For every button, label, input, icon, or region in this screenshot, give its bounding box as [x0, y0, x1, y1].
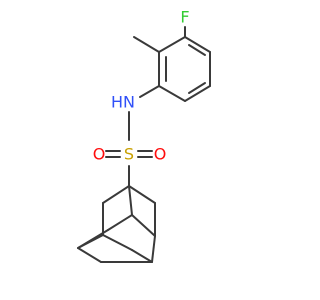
- atom-hydrogen: H: [111, 93, 123, 112]
- bond: [158, 85, 186, 102]
- atom-oxygen-left: O: [93, 145, 106, 164]
- bond: [131, 214, 156, 237]
- bond: [77, 229, 109, 249]
- bond: [107, 214, 133, 231]
- atom-sulfur: S: [124, 145, 134, 164]
- molecule-diagram: F H N S O O: [77, 8, 211, 263]
- bond: [184, 36, 211, 53]
- double-bond: [188, 44, 206, 56]
- bond: [102, 234, 133, 251]
- atom-nitrogen: N: [123, 93, 135, 112]
- bond: [131, 249, 153, 263]
- bond-methyl: [133, 36, 160, 53]
- bond: [158, 36, 186, 53]
- atom-fluorine: F: [180, 8, 189, 27]
- bond: [102, 185, 130, 204]
- bond: [77, 247, 102, 263]
- double-bond: [188, 82, 206, 94]
- adamantane-cage: [77, 185, 156, 263]
- bond: [128, 185, 156, 204]
- bond: [128, 185, 133, 216]
- bond: [184, 85, 211, 102]
- atom-oxygen-right: O: [154, 145, 167, 164]
- bond: [151, 235, 156, 263]
- benzene-ring: [158, 36, 211, 102]
- bond-ring-nitrogen: [139, 85, 160, 98]
